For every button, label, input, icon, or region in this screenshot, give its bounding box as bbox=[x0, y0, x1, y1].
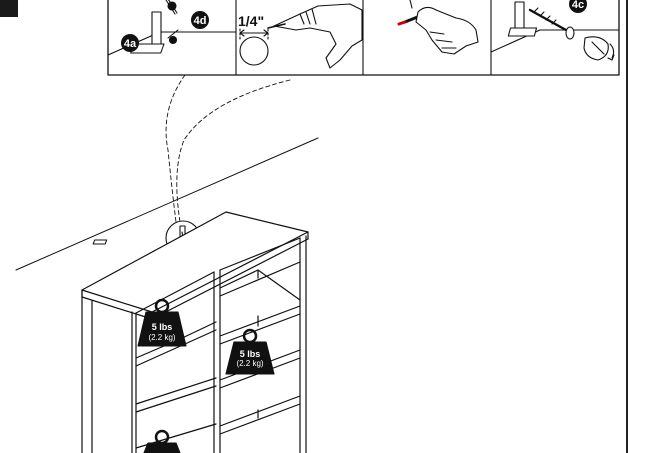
step-badge-4a: 4a bbox=[121, 34, 139, 52]
step-panel-bracket bbox=[107, 0, 237, 56]
step-badge-4d-label: 4d bbox=[194, 15, 207, 27]
drill-bit-size-label: 1/4" bbox=[238, 13, 264, 29]
step-badge-4d: 4d bbox=[191, 11, 209, 29]
callout-lines bbox=[165, 74, 291, 223]
bookcase bbox=[81, 211, 309, 453]
page-right-border bbox=[626, 0, 628, 453]
page-corner-tab bbox=[0, 0, 18, 17]
step-badge-4c: 4c bbox=[569, 0, 587, 13]
weight-tag-middle-right: 5 lbs (2.2 kg) bbox=[225, 328, 275, 375]
weight-tag-lbs: 5 lbs bbox=[240, 349, 261, 359]
step-panel-drill: 1/4" bbox=[238, 3, 363, 69]
weight-tag-kg: (2.2 kg) bbox=[236, 359, 263, 368]
step-panel-strip bbox=[107, 0, 620, 76]
weight-tag-lbs: 5 lbs bbox=[152, 322, 173, 332]
weight-tag-upper-left: 5 lbs (2.2 kg) bbox=[137, 298, 187, 347]
step-panel-screw bbox=[490, 1, 620, 61]
step-panel-anchor bbox=[397, 0, 479, 55]
step-badge-4a-label: 4a bbox=[124, 38, 137, 50]
weight-tag-kg: (2.2 kg) bbox=[148, 333, 175, 342]
wall-line bbox=[15, 137, 319, 271]
weight-tag-lower-left-partial bbox=[143, 429, 181, 453]
step-badge-4c-label: 4c bbox=[572, 0, 584, 11]
